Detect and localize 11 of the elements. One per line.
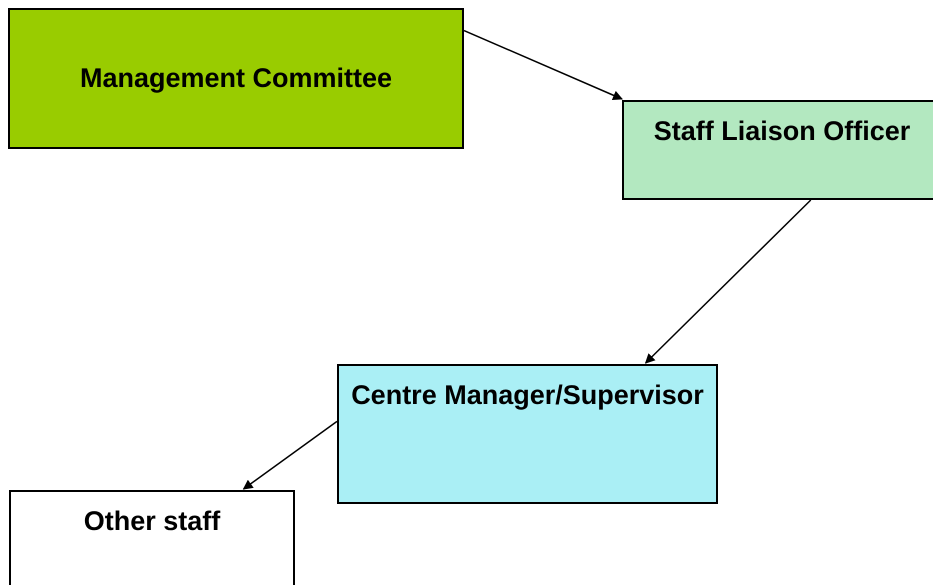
node-label: Other staff bbox=[84, 505, 220, 538]
manager-box bbox=[337, 364, 718, 504]
committee-box bbox=[8, 8, 464, 149]
staff-box bbox=[9, 490, 295, 585]
arrow bbox=[644, 199, 812, 364]
node-label: Staff Liaison Officer bbox=[654, 115, 910, 148]
officer-box bbox=[622, 100, 933, 200]
arrow bbox=[464, 30, 623, 100]
arrow bbox=[242, 420, 338, 490]
node-label: Centre Manager/Supervisor bbox=[351, 379, 704, 412]
node-label: Management Committee bbox=[80, 62, 392, 95]
